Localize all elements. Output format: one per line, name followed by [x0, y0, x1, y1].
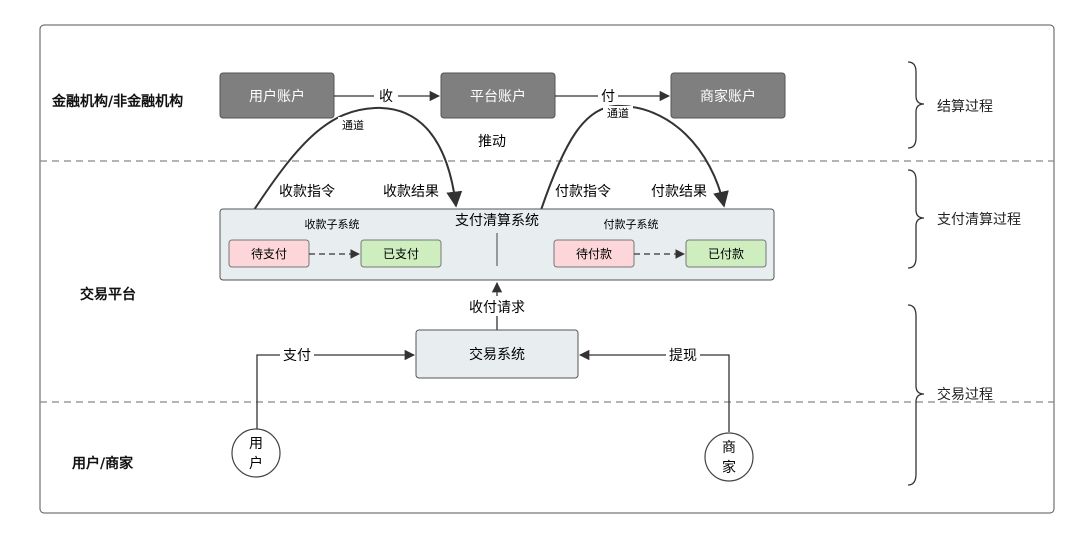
process-label-clearing: 支付清算过程 — [937, 212, 1021, 228]
withdraw-label: 提现 — [669, 348, 697, 364]
merchant-account-box — [670, 72, 786, 119]
pay-label: 付 — [601, 89, 615, 105]
request-label: 收付请求 — [469, 300, 525, 316]
user-label-line2: 户 — [249, 455, 263, 472]
user-label-line1: 用 — [249, 436, 263, 452]
collect-subsystem-title: 收款子系统 — [305, 217, 360, 231]
channel-right-label: 通道 — [607, 106, 629, 120]
withdraw-connector — [578, 349, 730, 432]
layer-label-finance: 金融机构/非金融机构 — [51, 93, 183, 110]
paid-out-label: 已付款 — [708, 247, 744, 261]
collect-result-label: 收款结果 — [383, 184, 439, 200]
paid-label: 已支付 — [383, 247, 419, 261]
trade-system-label: 交易系统 — [469, 346, 525, 363]
pay-result-label: 付款结果 — [651, 184, 707, 200]
brace-clearing — [907, 169, 925, 269]
payment-label-bg — [280, 346, 314, 364]
platform-account-label: 平台账户 — [470, 88, 526, 105]
user-circle — [231, 428, 281, 478]
channel-left-label: 通道 — [342, 118, 364, 132]
merchant-account-label: 商家账户 — [700, 88, 756, 105]
brace-trade — [907, 304, 925, 486]
pending-payment-label: 待支付 — [251, 247, 287, 261]
channel-curve-left — [253, 106, 463, 211]
trade-system-box — [415, 329, 579, 379]
merchant-label-line2: 家 — [722, 459, 736, 476]
layer-label-platform: 交易平台 — [80, 286, 136, 303]
user-account-label: 用户账户 — [249, 88, 305, 105]
collect-label-bg — [374, 86, 398, 104]
collect-label: 收 — [379, 89, 393, 105]
payment-connector — [256, 349, 416, 430]
clearing-system-title: 支付清算系统 — [455, 213, 539, 229]
withdraw-label-bg — [666, 346, 700, 364]
pay-instruction-label: 付款指令 — [555, 184, 611, 200]
process-label-settlement: 结算过程 — [937, 99, 993, 115]
process-label-trade: 交易过程 — [937, 386, 993, 403]
channel-right-bg — [603, 106, 633, 120]
channel-left-bg — [338, 117, 368, 133]
pending-payout-label: 待付款 — [576, 247, 612, 261]
layer-label-user-merchant: 用户/商家 — [72, 455, 134, 472]
request-label-bg — [460, 296, 534, 316]
push-label: 推动 — [478, 134, 506, 150]
merchant-circle — [704, 432, 754, 482]
paid-out-box — [685, 239, 767, 268]
merchant-label-line1: 商 — [722, 440, 736, 456]
collect-instruction-label: 收款指令 — [279, 184, 335, 200]
payment-label: 支付 — [283, 348, 311, 364]
paid-box — [360, 239, 442, 268]
pay-subsystem-title: 付款子系统 — [604, 217, 659, 231]
brace-settlement — [907, 61, 925, 149]
channel-curve-right — [540, 104, 729, 211]
pay-label-bg — [598, 86, 618, 104]
